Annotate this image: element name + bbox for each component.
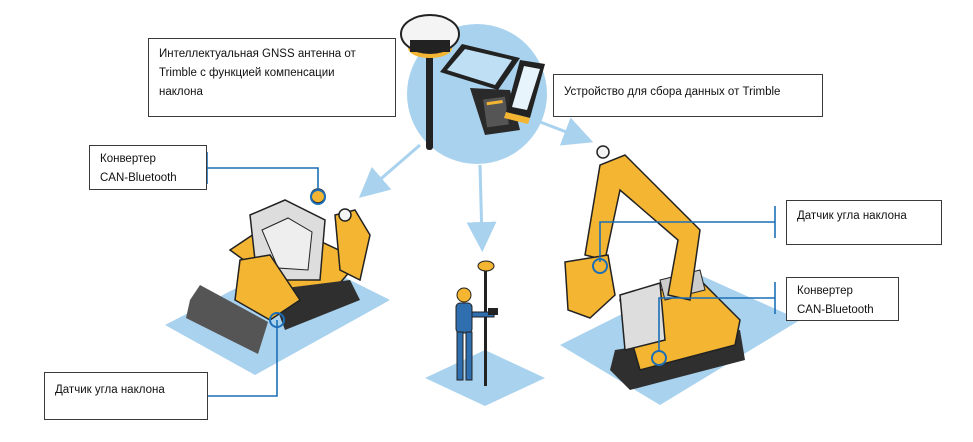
leader-lines (206, 152, 776, 412)
callout-line: Устройство для сбора данных от Trimble (564, 86, 781, 98)
gnss-antenna-icon (400, 14, 460, 150)
callout-line: Конвертер (797, 285, 853, 297)
callout-converter-right: Конвертер CAN-Bluetooth (786, 277, 899, 321)
connection-arrows (358, 117, 594, 252)
callout-gnss-antenna: Интеллектуальная GNSS антенна от Trimble… (148, 38, 396, 117)
surveyor-with-rover-pole-icon (455, 260, 498, 386)
callout-line: Датчик угла наклона (797, 210, 907, 222)
callout-converter-left: Конвертер CAN-Bluetooth (89, 145, 207, 190)
callout-line: наклона (159, 86, 203, 98)
excavator-icon (564, 145, 745, 390)
sensor-markers (269, 189, 667, 366)
callout-line: Trimble с функцией компенсации (159, 67, 335, 79)
handheld-controller-icon (470, 88, 520, 135)
callout-line: CAN-Bluetooth (100, 172, 177, 184)
callout-data-collector: Устройство для сбора данных от Trimble (553, 74, 823, 117)
callout-line: Датчик угла наклона (55, 384, 165, 396)
phone-icon (504, 60, 545, 124)
callout-line: Конвертер (100, 153, 156, 165)
callout-tilt-sensor-left: Датчик угла наклона (44, 372, 208, 420)
tablet-icon (440, 44, 520, 90)
callout-line: Интеллектуальная GNSS антенна от (159, 48, 356, 60)
callout-line: CAN-Bluetooth (797, 304, 874, 316)
callout-tilt-sensor-right: Датчик угла наклона (786, 200, 942, 245)
skid-steer-loader-icon (186, 188, 371, 354)
